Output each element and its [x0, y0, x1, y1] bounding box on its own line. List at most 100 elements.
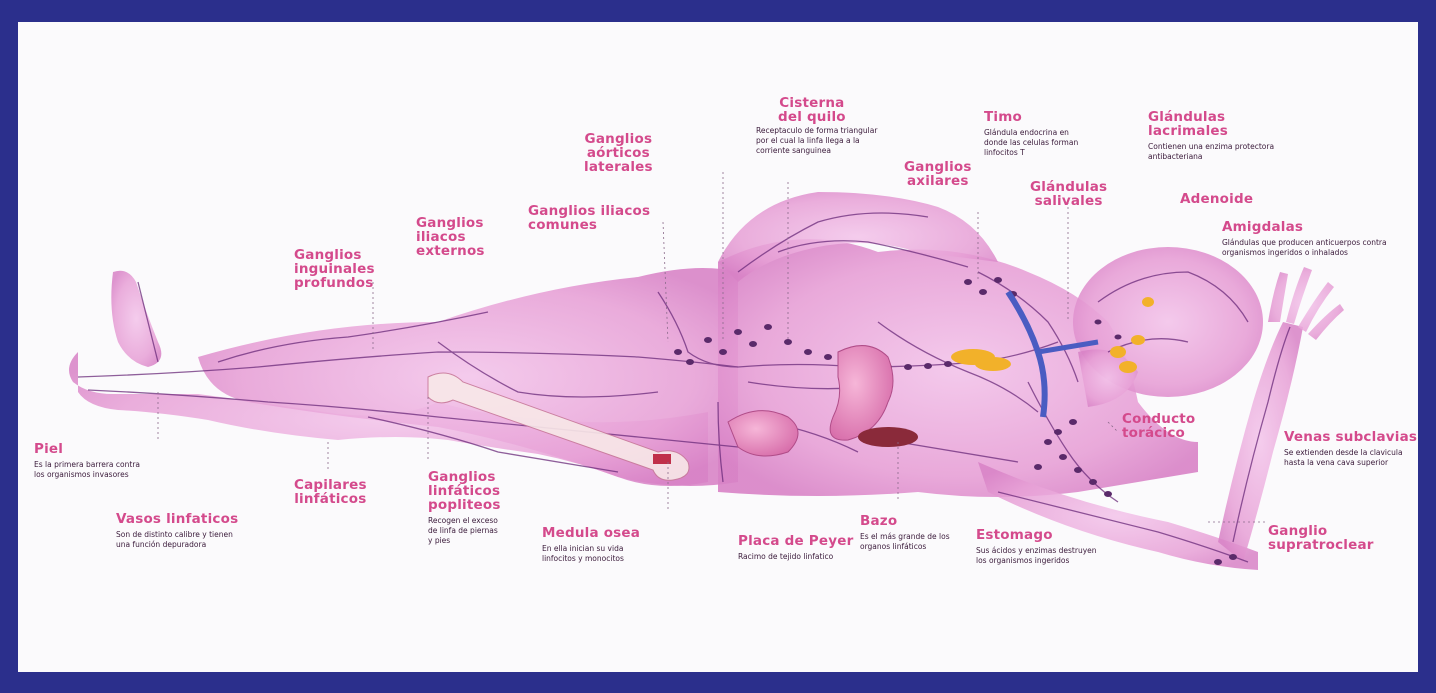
label-title: Glándulas [1030, 180, 1107, 194]
label-title: salivales [1030, 194, 1107, 208]
desc-ganglios-popliteos: Recogen el exceso de linfa de piernas y … [428, 516, 498, 546]
label-amigdalas: Amigdalas [1222, 220, 1303, 234]
desc-line: organismos ingeridos o inhalados [1222, 248, 1387, 258]
label-ganglios-iliacos-comunes: Ganglios iliacos comunes [528, 204, 650, 232]
desc-line: hasta la vena cava superior [1284, 458, 1403, 468]
label-title: linfáticos [428, 484, 501, 498]
label-title: Capilares [294, 478, 367, 492]
desc-line: los organismos ingeridos [976, 556, 1097, 566]
label-title: supratroclear [1268, 538, 1374, 552]
label-medula-osea: Medula osea [542, 526, 640, 540]
desc-line: Son de distinto calibre y tienen [116, 530, 233, 540]
desc-line: Es el más grande de los [860, 532, 950, 542]
label-title: torácico [1122, 426, 1195, 440]
label-title: Timo [984, 110, 1022, 124]
label-title: externos [416, 244, 485, 258]
desc-timo: Glándula endocrina en donde las celulas … [984, 128, 1078, 158]
label-glandulas-salivales: Glándulas salivales [1030, 180, 1107, 208]
label-title: lacrimales [1148, 124, 1228, 138]
label-title: Ganglios [904, 160, 972, 174]
desc-line: linfocitos y monocitos [542, 554, 624, 564]
desc-line: antibacteriana [1148, 152, 1274, 162]
label-estomago: Estomago [976, 528, 1053, 542]
desc-line: linfocitos T [984, 148, 1078, 158]
label-title: comunes [528, 218, 650, 232]
desc-line: Sus ácidos y enzimas destruyen [976, 546, 1097, 556]
label-capilares-linfaticos: Capilares linfáticos [294, 478, 367, 506]
label-ganglio-supratroclear: Ganglio supratroclear [1268, 524, 1374, 552]
desc-line: Glándulas que producen anticuerpos contr… [1222, 238, 1387, 248]
label-title: Ganglios [294, 248, 375, 262]
desc-line: y pies [428, 536, 498, 546]
label-title: Adenoide [1180, 192, 1253, 206]
label-title: axilares [904, 174, 972, 188]
label-title: popliteos [428, 498, 501, 512]
label-title: Ganglios [428, 470, 501, 484]
body-silhouette [69, 192, 1344, 570]
label-glandulas-lacrimales: Glándulas lacrimales [1148, 110, 1228, 138]
label-title: Amigdalas [1222, 220, 1303, 234]
desc-medula-osea: En ella inician su vida linfocitos y mon… [542, 544, 624, 564]
diagram-frame: Piel Es la primera barrera contra los or… [18, 22, 1418, 672]
desc-line: Glándula endocrina en [984, 128, 1078, 138]
desc-line: por el cual la linfa llega a la [756, 136, 877, 146]
desc-cisterna-quilo: Receptaculo de forma triangular por el c… [756, 126, 877, 156]
label-piel: Piel [34, 442, 63, 456]
desc-line: de linfa de piernas [428, 526, 498, 536]
label-vasos-linfaticos: Vasos linfaticos [116, 512, 238, 526]
label-title: Piel [34, 442, 63, 456]
label-title: del quilo [778, 110, 846, 124]
desc-line: Racimo de tejido linfatico [738, 552, 833, 562]
label-ganglios-popliteos: Ganglios linfáticos popliteos [428, 470, 501, 512]
label-title: linfáticos [294, 492, 367, 506]
desc-glandulas-lacrimales: Contienen una enzima protectora antibact… [1148, 142, 1274, 162]
desc-vasos-linfaticos: Son de distinto calibre y tienen una fun… [116, 530, 233, 550]
label-title: Venas subclavias [1284, 430, 1417, 444]
label-title: aórticos [584, 146, 653, 160]
desc-piel: Es la primera barrera contra los organis… [34, 460, 140, 480]
label-bazo: Bazo [860, 514, 897, 528]
desc-amigdalas: Glándulas que producen anticuerpos contr… [1222, 238, 1387, 258]
desc-bazo: Es el más grande de los organos linfátic… [860, 532, 950, 552]
label-title: iliacos [416, 230, 485, 244]
label-title: inguinales [294, 262, 375, 276]
desc-line: una función depuradora [116, 540, 233, 550]
label-title: laterales [584, 160, 653, 174]
label-title: Bazo [860, 514, 897, 528]
desc-line: Receptaculo de forma triangular [756, 126, 877, 136]
desc-line: Se extienden desde la clavicula [1284, 448, 1403, 458]
label-title: Placa de Peyer [738, 534, 853, 548]
desc-line: corriente sanguinea [756, 146, 877, 156]
label-title: Vasos linfaticos [116, 512, 238, 526]
desc-estomago: Sus ácidos y enzimas destruyen los organ… [976, 546, 1097, 566]
label-ganglios-iliacos-externos: Ganglios iliacos externos [416, 216, 485, 258]
desc-line: organos linfáticos [860, 542, 950, 552]
label-title: Cisterna [778, 96, 846, 110]
label-title: Medula osea [542, 526, 640, 540]
label-title: Ganglio [1268, 524, 1374, 538]
label-ganglios-aorticos: Ganglios aórticos laterales [584, 132, 653, 174]
desc-line: En ella inician su vida [542, 544, 624, 554]
label-title: Estomago [976, 528, 1053, 542]
label-venas-subclavias: Venas subclavias [1284, 430, 1417, 444]
label-conducto-toracico: Conducto torácico [1122, 412, 1195, 440]
label-adenoide: Adenoide [1180, 192, 1253, 206]
label-title: Ganglios [416, 216, 485, 230]
desc-venas-subclavias: Se extienden desde la clavicula hasta la… [1284, 448, 1403, 468]
label-timo: Timo [984, 110, 1022, 124]
label-cisterna-quilo: Cisterna del quilo [778, 96, 846, 124]
desc-line: los organismos invasores [34, 470, 140, 480]
label-ganglios-inguinales: Ganglios inguinales profundos [294, 248, 375, 290]
label-title: Ganglios iliacos [528, 204, 650, 218]
label-title: Glándulas [1148, 110, 1228, 124]
label-title: Ganglios [584, 132, 653, 146]
desc-placa-peyer: Racimo de tejido linfatico [738, 552, 833, 562]
desc-line: Contienen una enzima protectora [1148, 142, 1274, 152]
label-ganglios-axilares: Ganglios axilares [904, 160, 972, 188]
desc-line: Recogen el exceso [428, 516, 498, 526]
label-placa-peyer: Placa de Peyer [738, 534, 853, 548]
desc-line: Es la primera barrera contra [34, 460, 140, 470]
desc-line: donde las celulas forman [984, 138, 1078, 148]
label-title: Conducto [1122, 412, 1195, 426]
label-title: profundos [294, 276, 375, 290]
